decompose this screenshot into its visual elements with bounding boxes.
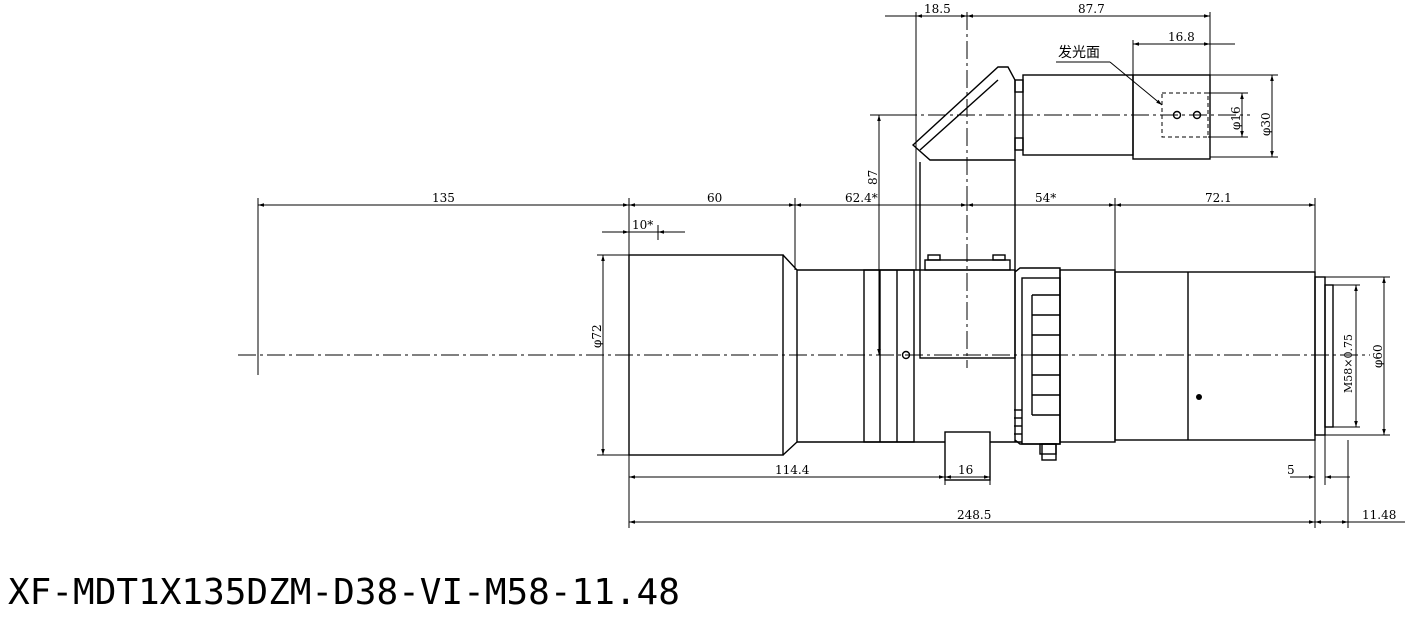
dim-11-48: 11.48 — [1362, 508, 1396, 522]
dim-m58-thread: M58×0.75 — [1342, 334, 1355, 393]
dimension-10: 10* — [602, 218, 685, 240]
dim-60: 60 — [707, 191, 722, 205]
dimension-mount: M58×0.75 φ60 — [1325, 276, 1390, 436]
dim-16-8: 16.8 — [1168, 30, 1195, 44]
dimension-diameters-light: φ16 φ30 — [1208, 74, 1278, 158]
dimension-chain-bottom: 114.4 16 5 — [628, 435, 1350, 528]
dim-18-5: 18.5 — [924, 2, 951, 16]
dimension-87: 87 — [866, 114, 913, 355]
dim-248-5: 248.5 — [957, 508, 991, 522]
dim-87: 87 — [866, 170, 880, 185]
emitting-face-label: 发光面 — [1058, 45, 1100, 61]
dimension-top: 18.5 87.7 — [885, 2, 1211, 270]
dim-phi16: φ16 — [1229, 106, 1243, 130]
dimension-16-8: 16.8 — [1132, 30, 1235, 75]
emitting-face-callout: 发光面 — [1056, 45, 1163, 106]
dim-5: 5 — [1287, 463, 1295, 477]
dimension-phi72: φ72 — [590, 254, 629, 456]
dim-phi60: φ60 — [1371, 344, 1385, 368]
model-number-title: XF-MDT1X135DZM-D38-VI-M58-11.48 — [8, 572, 680, 613]
dim-54: 54* — [1035, 191, 1056, 205]
dim-114-4: 114.4 — [775, 463, 810, 477]
coaxial-light-assembly — [911, 66, 1211, 270]
dim-135: 135 — [432, 191, 455, 205]
dim-72-1: 72.1 — [1205, 191, 1232, 205]
technical-drawing: 18.5 87.7 16.8 发光面 φ16 φ30 87 — [238, 2, 1405, 528]
dim-16-bracket: 16 — [958, 463, 973, 477]
dim-87-7: 87.7 — [1078, 2, 1105, 16]
dimension-overall: 248.5 11.48 — [629, 440, 1405, 528]
dim-10: 10* — [632, 218, 653, 232]
dim-62-4: 62.4* — [845, 191, 878, 205]
dimension-chain-top: 135 60 62.4* 54* 72.1 — [257, 191, 1316, 375]
dim-phi30: φ30 — [1259, 112, 1273, 136]
lens-body — [628, 254, 1334, 481]
dim-phi72: φ72 — [590, 324, 604, 348]
